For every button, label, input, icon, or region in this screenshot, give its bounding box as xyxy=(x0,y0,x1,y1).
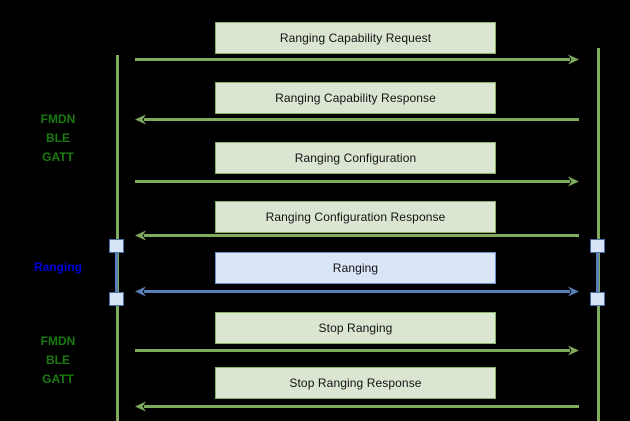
message-box-1: Ranging Capability Request xyxy=(215,22,496,54)
message-box-6: Stop Ranging xyxy=(215,312,496,344)
message-arrow-right xyxy=(135,54,579,65)
message-arrow-left xyxy=(135,401,579,412)
right-activation-connector xyxy=(596,252,599,293)
activation-box-left-end xyxy=(109,292,124,306)
activation-box-left-start xyxy=(109,239,124,253)
message-label: Ranging Capability Response xyxy=(275,91,436,105)
message-label: Ranging Configuration Response xyxy=(265,210,446,224)
message-label: Ranging Configuration xyxy=(294,151,417,165)
activation-box-right-start xyxy=(590,239,605,253)
side-label-1: FMDN BLE GATT xyxy=(40,112,76,164)
left-activation-connector xyxy=(115,252,118,293)
message-box-5: Ranging xyxy=(215,252,496,284)
message-box-3: Ranging Configuration xyxy=(215,142,496,174)
message-box-7: Stop Ranging Response xyxy=(215,367,496,399)
side-label-3: FMDN BLE GATT xyxy=(40,334,76,386)
message-arrow-right xyxy=(135,176,579,187)
right-lifeline xyxy=(597,48,600,421)
side-label-2: Ranging xyxy=(34,260,82,274)
message-label: Ranging xyxy=(332,261,379,275)
message-arrow-right xyxy=(135,345,579,356)
message-box-4: Ranging Configuration Response xyxy=(215,201,496,233)
message-arrow-both xyxy=(135,286,579,297)
activation-box-right-end xyxy=(590,292,605,306)
message-label: Stop Ranging xyxy=(318,321,393,335)
message-label: Ranging Capability Request xyxy=(279,31,432,45)
message-arrow-left xyxy=(135,114,579,125)
message-box-2: Ranging Capability Response xyxy=(215,82,496,114)
left-lifeline xyxy=(116,55,119,421)
message-label: Stop Ranging Response xyxy=(289,376,422,390)
